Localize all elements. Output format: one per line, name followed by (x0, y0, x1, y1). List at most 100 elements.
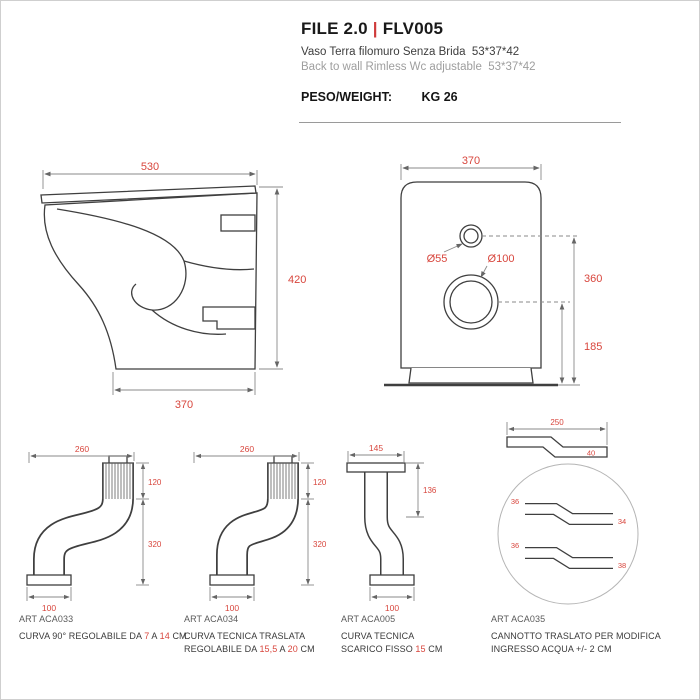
caption-aca033: ART ACA033 CURVA 90° REGOLABILE DA 7 A 1… (19, 613, 191, 643)
caption-line1-aca034: CURVA TECNICA TRASLATA (184, 630, 306, 641)
fixed-outlet-pipe (346, 462, 415, 586)
toilet-trap-curves (151, 260, 255, 335)
caption-segment: A (277, 644, 288, 654)
title-separator: | (372, 19, 378, 38)
caption-text-aca005: SCARICO FISSO 15 CM (341, 643, 476, 657)
aca034-dimension-lines (193, 452, 314, 601)
dim-aca033-upper: 120 (148, 478, 162, 487)
art-code-aca035: ART ACA035 (491, 614, 546, 624)
dim-pipe2-left: 36 (511, 541, 519, 550)
side-dimension-lines (42, 170, 283, 395)
base-foot (408, 367, 534, 384)
dim-front-height-total: 360 (584, 273, 602, 285)
caption-segment: CM (169, 630, 187, 641)
caption-number: 20 (287, 644, 298, 654)
elbow-pipe-90 (26, 455, 134, 586)
dim-aca035-part: 40 (587, 449, 595, 458)
dim-aca033-top: 260 (75, 444, 89, 454)
dim-aca005-top: 145 (369, 443, 383, 453)
adapter-section-bottom (525, 547, 613, 569)
dim-pipe2-right: 38 (618, 561, 626, 570)
dim-aca033-height: 320 (148, 540, 162, 549)
cannotto-part (506, 436, 608, 458)
dim-pipe1-left: 36 (511, 497, 519, 506)
dim-aca033-bottom: 100 (42, 603, 56, 613)
wall-fixing-lower (202, 306, 256, 330)
caption-segment: REGOLABILE DA (184, 644, 260, 654)
corrugated-section (102, 463, 134, 499)
dim-drain-diameter: Ø100 (488, 253, 515, 265)
dim-inlet-diameter: Ø55 (427, 253, 448, 265)
caption-segment: CM (425, 644, 443, 654)
product-title: FILE 2.0|FLV005 (301, 19, 631, 39)
dim-aca035-top: 250 (550, 418, 564, 427)
wall-fixing-upper (220, 214, 256, 232)
dim-aca005-bottom: 100 (385, 603, 399, 613)
offset-adapter-profile (506, 436, 608, 458)
caption-segment: CM (297, 644, 315, 654)
drain-hole-inner (449, 280, 493, 324)
dim-aca034-bottom: 100 (225, 603, 239, 613)
aca005-drawing: 145 136 100 (346, 443, 437, 613)
aca033-dimension-lines (26, 452, 149, 601)
caption-line1-aca005: CURVA TECNICA (341, 630, 415, 641)
caption-aca035: ART ACA035 CANNOTTO TRASLATO PER MODIFIC… (491, 613, 676, 657)
art-code-aca033: ART ACA033 (19, 614, 74, 624)
dim-aca005-upper: 136 (423, 486, 437, 495)
weight-row: PESO/WEIGHT: KG 26 (301, 90, 631, 104)
weight-value: KG 26 (421, 90, 458, 104)
caption-text-aca033: CURVA 90° REGOLABILE DA 7 A 14 CM (19, 630, 191, 644)
aca005-dimension-lines (347, 451, 424, 601)
aca035-drawing: 250 40 36 34 36 38 (497, 418, 639, 605)
caption-segment: A (149, 630, 160, 641)
subtitle-italian: Vaso Terra filomuro Senza Brida 53*37*42 (301, 46, 520, 58)
header-divider (299, 122, 621, 123)
dim-pipe1-right: 34 (618, 517, 626, 526)
art-code-aca034: ART ACA034 (184, 614, 239, 624)
caption-aca005: ART ACA005 CURVA TECNICA SCARICO FISSO 1… (341, 613, 476, 657)
toilet-side-profile (40, 185, 258, 370)
toilet-seat-lid (40, 185, 257, 204)
toilet-back-profile (384, 181, 558, 387)
header: FILE 2.0|FLV005 Vaso Terra filomuro Senz… (299, 19, 631, 123)
dim-aca034-height: 320 (313, 540, 327, 549)
product-code: FLV005 (382, 19, 444, 38)
dim-side-width-bottom: 370 (175, 399, 193, 411)
detail-circle (497, 463, 639, 605)
caption-number: 15,5 (259, 644, 278, 654)
dim-front-width: 370 (462, 155, 480, 167)
weight-label: PESO/WEIGHT: (301, 90, 392, 104)
caption-number: 14 (159, 630, 170, 641)
dim-aca034-upper: 120 (313, 478, 327, 487)
offset-elbow-pipe (209, 455, 299, 586)
aca034-drawing: 260 120 320 100 (193, 444, 327, 613)
outlet-flange (26, 574, 72, 586)
subtitle-english: Back to wall Rimless Wc adjustable 53*37… (301, 61, 536, 73)
caption-number: 7 (144, 630, 150, 641)
product-name: FILE 2.0 (301, 19, 368, 38)
aca033-drawing: 260 120 320 100 (26, 444, 162, 613)
outlet-flange (209, 574, 255, 586)
dim-aca034-top: 260 (240, 444, 254, 454)
caption-number: 15 (415, 644, 426, 654)
caption-segment: SCARICO FISSO (341, 644, 416, 654)
dim-side-width-top: 530 (141, 161, 159, 173)
dim-front-height-drain: 185 (584, 341, 602, 353)
toilet-bowl-inner-curve (56, 208, 187, 311)
inlet-flange (346, 462, 406, 473)
front-dimension-lines (400, 164, 580, 386)
front-view-drawing: 370 Ø55 Ø100 360 185 (384, 155, 602, 387)
art-code-aca005: ART ACA005 (341, 614, 396, 624)
corrugated-section (267, 463, 299, 499)
outlet-flange (369, 574, 415, 586)
caption-line1-aca035: CANNOTTO TRASLATO PER MODIFICA (491, 630, 661, 641)
caption-line2-aca035: INGRESSO ACQUA +/- 2 CM (491, 644, 612, 654)
caption-aca034: ART ACA034 CURVA TECNICA TRASLATA REGOLA… (184, 613, 344, 657)
water-inlet-hole-inner (463, 228, 479, 244)
side-view-drawing: 530 420 370 (40, 161, 306, 411)
caption-segment: CURVA 90° REGOLABILE DA (19, 630, 145, 641)
dim-side-height: 420 (288, 274, 306, 286)
aca035-dimension-lines (506, 422, 608, 445)
toilet-body-outline (43, 192, 258, 370)
